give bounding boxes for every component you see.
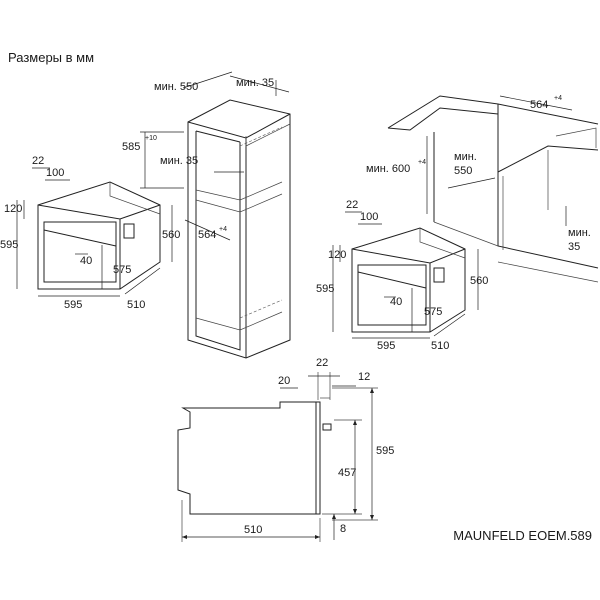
ctr-min-550-a: мин. xyxy=(454,151,477,163)
ctr-min-35-b: 35 xyxy=(568,241,580,253)
model-name: MAUNFELD EOEM.589 xyxy=(453,528,592,543)
col-564-tol: +4 xyxy=(219,226,227,233)
oven-front-left xyxy=(16,167,173,297)
side-20: 20 xyxy=(278,375,290,387)
side-22: 22 xyxy=(316,357,328,369)
dim-100-a: 100 xyxy=(46,167,64,179)
dim-575-a: 575 xyxy=(113,264,131,276)
oven-front-right xyxy=(332,211,479,339)
dim-40-a: 40 xyxy=(80,255,92,267)
col-min-35-mid: мин. 35 xyxy=(160,155,198,167)
side-595: 595 xyxy=(376,445,394,457)
dim-120-b: 120 xyxy=(328,249,346,261)
dim-595-h-b: 595 xyxy=(316,283,334,295)
dim-120-a: 120 xyxy=(4,203,22,215)
dim-595-w-a: 595 xyxy=(64,299,82,311)
dim-100-b: 100 xyxy=(360,211,378,223)
col-585: 585 xyxy=(122,141,140,153)
dim-510-a: 510 xyxy=(127,299,145,311)
side-457: 457 xyxy=(338,467,356,479)
dim-22-b: 22 xyxy=(346,199,358,211)
dim-40-b: 40 xyxy=(390,296,402,308)
ctr-min-600-tol: +4 xyxy=(418,159,426,166)
dim-595-w-b: 595 xyxy=(377,340,395,352)
column-cabinet xyxy=(140,71,291,359)
col-585-tol: +10 xyxy=(145,135,157,142)
dim-595-h-a: 595 xyxy=(0,239,18,251)
ctr-min-35-a: мин. xyxy=(568,227,591,239)
page-title: Размеры в мм xyxy=(8,50,95,65)
ctr-min-600: мин. 600 xyxy=(366,163,410,175)
dim-510-b: 510 xyxy=(431,340,449,352)
col-min-550: мин. 550 xyxy=(154,81,198,93)
ctr-min-550-b: 550 xyxy=(454,165,472,177)
dim-575-b: 575 xyxy=(424,306,442,318)
counter-niche xyxy=(387,95,599,283)
ctr-564: 564 xyxy=(530,99,548,111)
dim-22-a: 22 xyxy=(32,155,44,167)
dim-560-b: 560 xyxy=(470,275,488,287)
side-12: 12 xyxy=(358,371,370,383)
ctr-564-tol: +4 xyxy=(554,95,562,102)
side-8: 8 xyxy=(340,523,346,535)
dim-560-a: 560 xyxy=(162,229,180,241)
col-min-35-top: мин. 35 xyxy=(236,77,274,89)
col-564: 564 xyxy=(198,229,216,241)
oven-side-view xyxy=(177,372,378,542)
side-510: 510 xyxy=(244,524,262,536)
